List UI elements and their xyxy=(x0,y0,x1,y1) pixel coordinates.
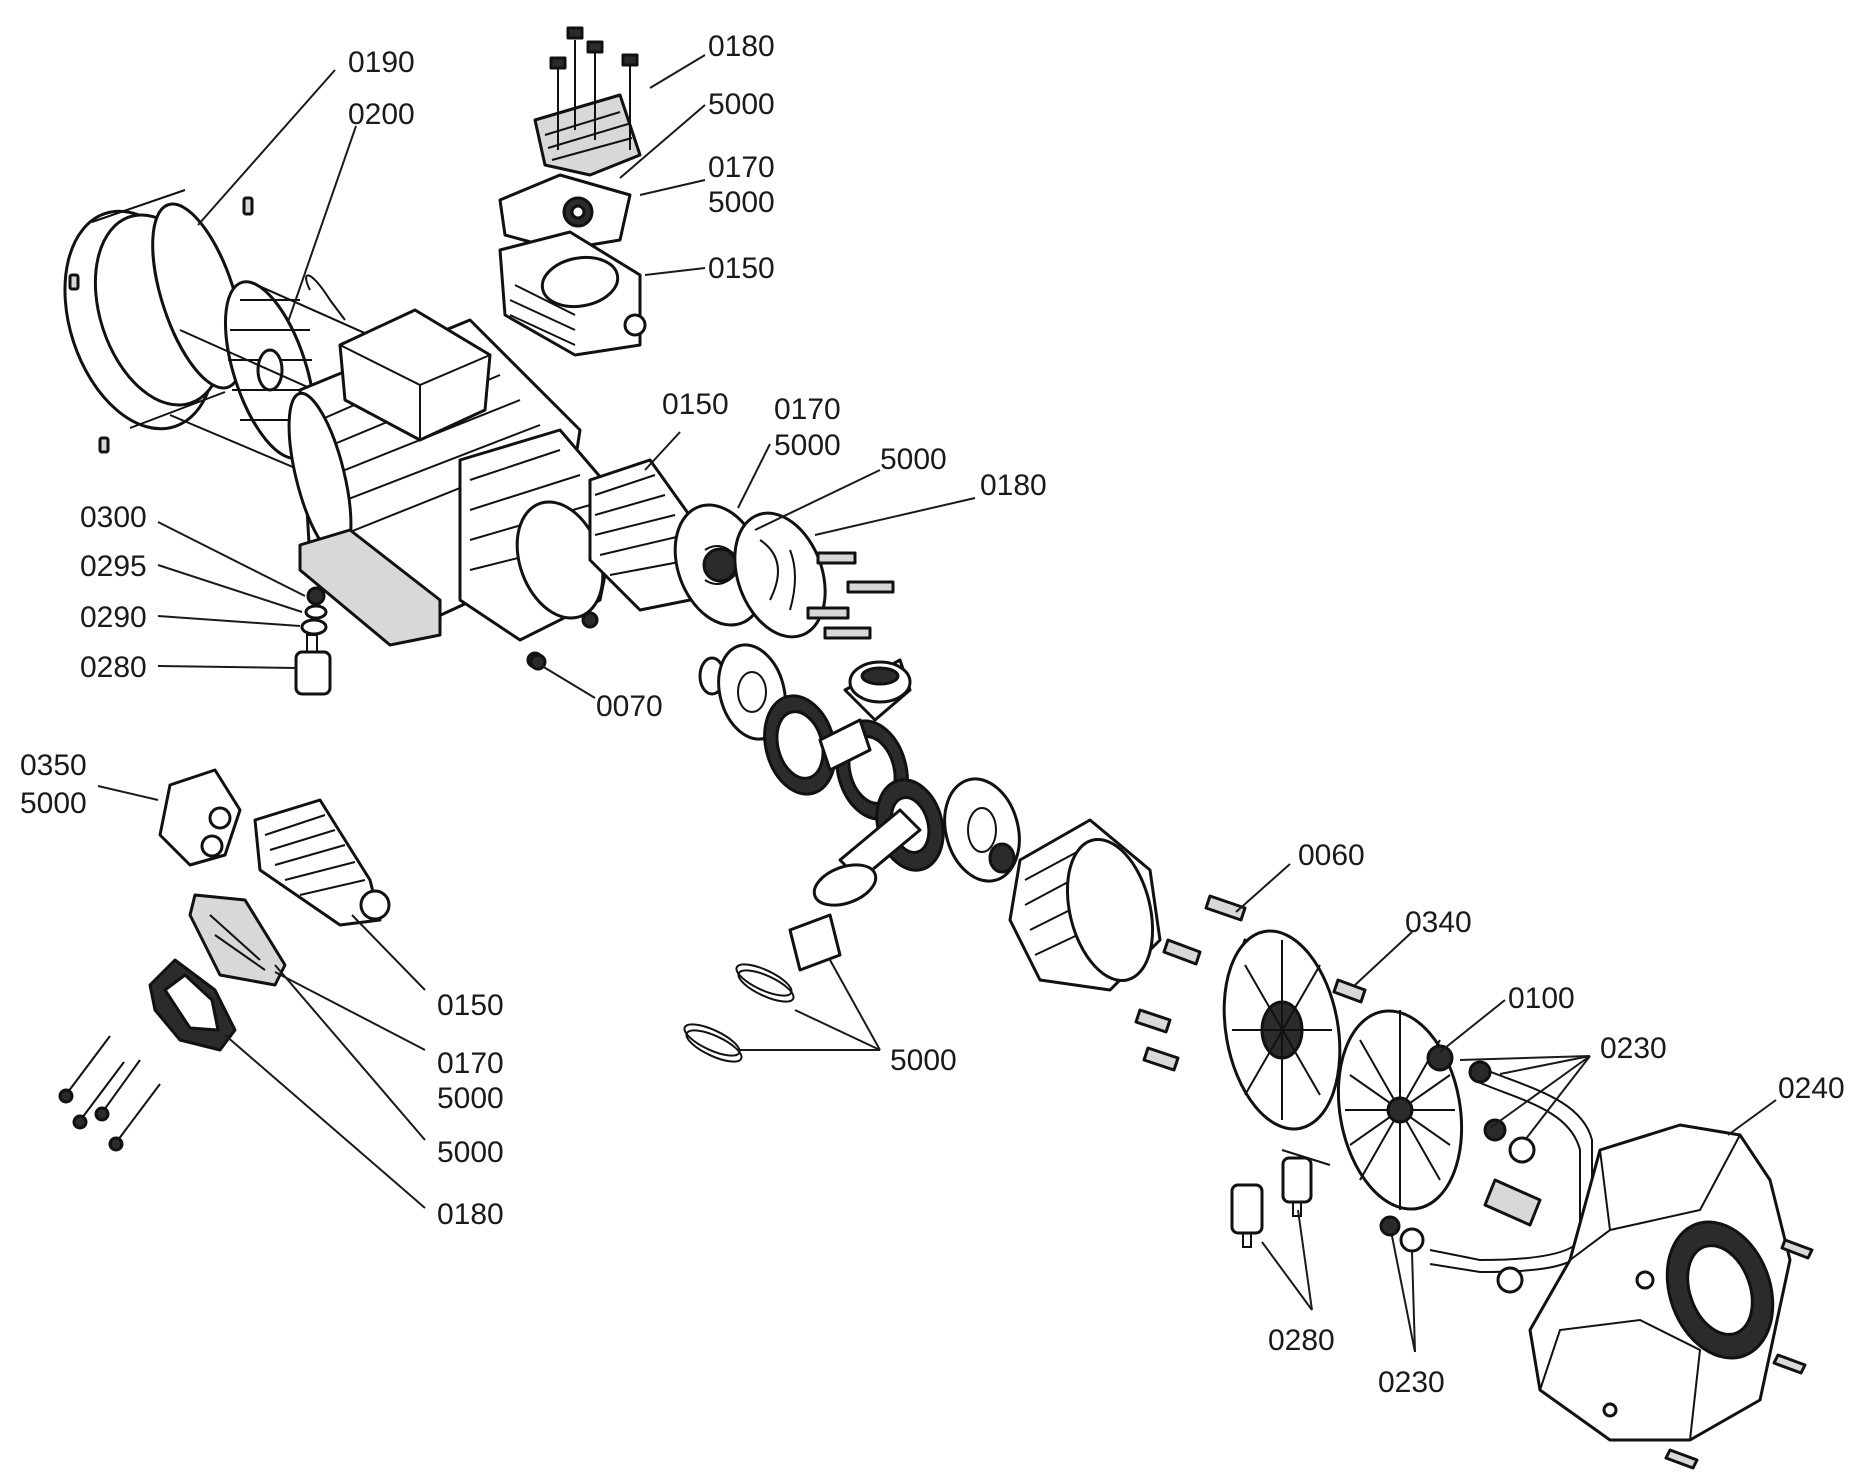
label-0180-top: 0180 xyxy=(708,30,775,63)
label-0230-bottom: 0230 xyxy=(1378,1366,1445,1399)
label-0100: 0100 xyxy=(1508,982,1575,1015)
label-5000-left2: 5000 xyxy=(437,1082,504,1115)
end-cover-0340 xyxy=(1222,929,1342,1131)
head-bolts-left xyxy=(58,1035,161,1152)
cylinder-middle xyxy=(588,458,702,612)
anti-vibration-mounts-right xyxy=(1230,1149,1331,1248)
label-0150-top: 0150 xyxy=(708,252,775,285)
cooling-fan-0100 xyxy=(1336,1009,1464,1211)
label-0180-left: 0180 xyxy=(437,1198,504,1231)
label-0280-left: 0280 xyxy=(80,651,147,684)
label-0290: 0290 xyxy=(80,601,147,634)
anti-vibration-mount-left xyxy=(294,586,332,696)
label-0150-mid: 0150 xyxy=(662,388,729,421)
label-0295: 0295 xyxy=(80,550,147,583)
label-5000-mid: 5000 xyxy=(774,429,841,462)
label-0170-left: 0170 xyxy=(437,1047,504,1080)
label-5000-rings: 5000 xyxy=(890,1044,957,1077)
part-labels: 0190 0200 0180 5000 0170 5000 0150 0150 … xyxy=(20,30,1845,1399)
label-0350: 0350 xyxy=(20,749,87,782)
label-0190: 0190 xyxy=(348,46,415,79)
cylinder-head-top xyxy=(533,26,642,177)
piston-rings xyxy=(683,913,842,1063)
label-0170-mid: 0170 xyxy=(774,393,841,426)
label-5000-b: 5000 xyxy=(708,186,775,219)
label-0230-top: 0230 xyxy=(1600,1032,1667,1065)
label-0060: 0060 xyxy=(1298,839,1365,872)
crankcase xyxy=(458,428,622,642)
fan-shroud-ring xyxy=(63,189,245,431)
label-5000-a: 5000 xyxy=(708,88,775,121)
label-0170-a: 0170 xyxy=(708,151,775,184)
label-0070: 0070 xyxy=(596,690,663,723)
label-0240: 0240 xyxy=(1778,1072,1845,1105)
head-cover-left xyxy=(148,958,237,1052)
label-0340: 0340 xyxy=(1405,906,1472,939)
label-0180-mid: 0180 xyxy=(980,469,1047,502)
label-5000-left: 5000 xyxy=(20,787,87,820)
label-0300: 0300 xyxy=(80,501,147,534)
head-bolts-middle xyxy=(806,551,895,640)
crankcase-housing-right xyxy=(988,818,1162,992)
nut-0070 xyxy=(529,653,547,671)
cylinder-head-left xyxy=(158,768,242,867)
label-0280-right: 0280 xyxy=(1268,1324,1335,1357)
label-0150-left: 0150 xyxy=(437,989,504,1022)
cylinder-left xyxy=(253,798,391,927)
fittings-0230 xyxy=(1379,1044,1542,1253)
label-5000-mid2: 5000 xyxy=(880,443,947,476)
valve-plate-left xyxy=(188,893,287,987)
small-screws-top-left xyxy=(68,196,254,454)
label-0200: 0200 xyxy=(348,98,415,131)
valve-plate-top xyxy=(498,173,632,252)
cylinder-top xyxy=(498,230,647,357)
leader-lines xyxy=(97,54,1777,1353)
fan-cover-0240 xyxy=(1528,1123,1814,1470)
connecting-rod-lower xyxy=(812,777,1021,907)
label-5000-left3: 5000 xyxy=(437,1136,504,1169)
